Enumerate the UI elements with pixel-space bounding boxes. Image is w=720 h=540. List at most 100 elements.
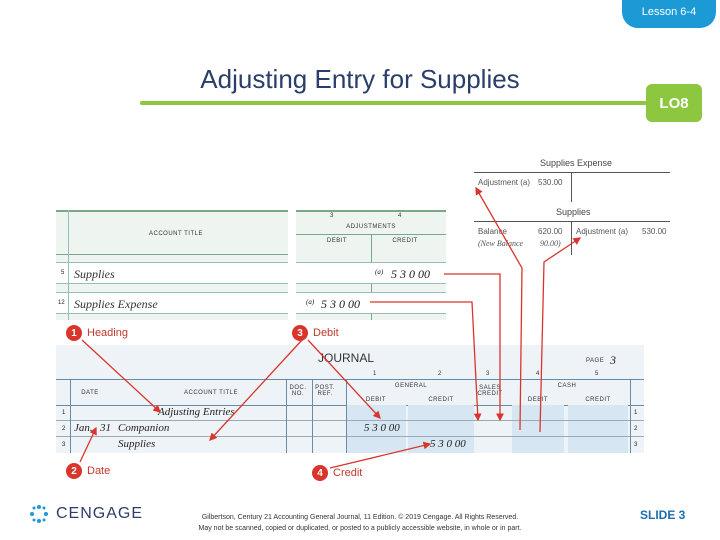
callout-debit: 3 Debit: [292, 325, 339, 341]
column-number: 4: [398, 213, 402, 219]
adjustment-ref: (a): [375, 268, 384, 276]
cengage-wordmark: CENGAGE: [56, 505, 144, 522]
copyright: Gilbertson, Century 21 Accounting Genera…: [140, 512, 580, 534]
worksheet-left: ACCOUNT TITLE 5 Supplies 12 Supplies Exp…: [56, 210, 288, 320]
arrow-debit-1: [209, 339, 303, 441]
worksheet-account: Supplies: [74, 267, 115, 281]
t-line: [571, 172, 572, 202]
arrow-debit-2: [307, 339, 381, 419]
cash-debit-header: DEBIT: [527, 397, 549, 403]
worksheet-row: 5 Supplies: [56, 262, 288, 284]
callout-credit: 4 Credit: [312, 465, 362, 481]
line-number-right: 1: [634, 410, 638, 416]
arrow-tacct-supplies: [539, 237, 582, 433]
page-title: Adjusting Entry for Supplies: [200, 64, 520, 94]
t-account-label: Balance: [478, 227, 507, 236]
page-label: PAGE: [586, 358, 605, 364]
t-account-label: (New Balance: [478, 239, 524, 248]
adjustments-header: ADJUSTMENTS: [346, 224, 396, 230]
t-accounts: Supplies Expense Adjustment (a) 530.00 S…: [470, 150, 675, 260]
general-debit-header: DEBIT: [365, 397, 387, 403]
column-number: 5: [595, 371, 599, 377]
column-number: 1: [373, 371, 377, 377]
line-number: 5: [61, 270, 65, 276]
line-number: 12: [58, 300, 65, 306]
worksheet-account: Supplies Expense: [74, 297, 158, 311]
arrow-heading: [81, 339, 161, 413]
date-header: DATE: [81, 390, 99, 396]
callout-label: Date: [87, 465, 111, 477]
account-title-header: ACCOUNT TITLE: [184, 390, 238, 396]
adjustment-debit: 5 3 0 00: [321, 297, 360, 311]
slide-number: SLIDE 3: [640, 508, 686, 522]
line-number-right: 3: [634, 442, 638, 448]
rule: [630, 379, 631, 453]
rule: [346, 379, 347, 453]
worksheet-row: 12 Supplies Expense: [56, 292, 288, 314]
rule: [286, 379, 287, 453]
amount-column: [408, 405, 474, 453]
callout-heading: 1 Heading: [66, 325, 128, 341]
journal-title: JOURNAL: [318, 351, 375, 365]
general-credit-header: CREDIT: [428, 397, 454, 403]
cash-credit-header: CREDIT: [585, 397, 611, 403]
callout-number: 2: [66, 463, 82, 479]
column-number: 4: [536, 371, 540, 377]
t-account-value: 620.00: [538, 227, 563, 236]
callout-number: 3: [292, 325, 308, 341]
worksheet-row: (a) 5 3 0 00: [296, 292, 446, 314]
callout-number: 1: [66, 325, 82, 341]
worksheet-account-title-header: ACCOUNT TITLE: [149, 231, 203, 237]
line-number: 3: [62, 442, 66, 448]
copyright-line-2: May not be scanned, copied or duplicated…: [198, 525, 522, 532]
general-header: GENERAL: [394, 383, 428, 389]
line-number-right: 2: [634, 426, 638, 432]
t-account-value: 530.00: [642, 227, 667, 236]
arrow-credit: [329, 441, 432, 469]
t-account-label: Adjustment (a): [478, 178, 531, 187]
title-divider: [140, 101, 660, 105]
journal-account: Adjusting Entries: [158, 406, 235, 418]
column-number: 3: [486, 371, 490, 377]
doc-no-header: DOC. NO.: [289, 385, 307, 397]
adjustment-credit: 5 3 0 00: [391, 267, 430, 281]
amount-column: [568, 405, 628, 453]
general-credit-amount: 5 3 0 00: [430, 438, 466, 450]
line-number: 1: [62, 410, 66, 416]
t-account-supplies-expense-title: Supplies Expense: [540, 158, 613, 168]
cengage-logo: CENGAGE: [28, 503, 143, 525]
t-account-label: Adjustment (a): [576, 227, 629, 236]
journal-row: 2 Jan. 31 Companion 5 3 0 00 2: [56, 421, 644, 437]
page-number: 3: [610, 353, 616, 367]
debit-header: DEBIT: [326, 238, 348, 244]
rule: [296, 210, 446, 212]
t-account-value: 530.00: [538, 178, 563, 187]
arrow-tacct-expense: [475, 186, 523, 431]
callout-label: Credit: [333, 467, 363, 479]
sales-credit-header: SALES CREDIT: [477, 385, 503, 397]
column-number: 2: [438, 371, 442, 377]
worksheet-row: (a) 5 3 0 00: [296, 262, 446, 284]
adjustment-ref: (a): [306, 298, 315, 306]
journal-day: 31: [100, 422, 111, 434]
copyright-line-1: Gilbertson, Century 21 Accounting Genera…: [201, 514, 519, 521]
lesson-tab: Lesson 6-4: [622, 0, 716, 28]
cash-header: CASH: [557, 383, 577, 389]
t-account-value: 90.00): [540, 239, 561, 248]
journal-account: Supplies: [118, 438, 156, 450]
post-ref-header: POST. REF.: [315, 385, 335, 397]
journal-account: Companion: [118, 422, 170, 434]
journal-row: 1 Adjusting Entries 1: [56, 405, 644, 421]
rule: [56, 254, 288, 255]
journal-month: Jan.: [74, 422, 93, 434]
credit-header: CREDIT: [392, 238, 418, 244]
journal-row: 3 Supplies 5 3 0 00 3: [56, 437, 644, 453]
callout-label: Debit: [313, 327, 339, 339]
lo-badge-label: LO8: [659, 94, 689, 112]
lo-badge: LO8: [646, 84, 702, 122]
callout-number: 4: [312, 465, 328, 481]
cengage-mark-icon: [30, 505, 48, 523]
t-line: [474, 221, 670, 222]
rule: [56, 379, 644, 380]
